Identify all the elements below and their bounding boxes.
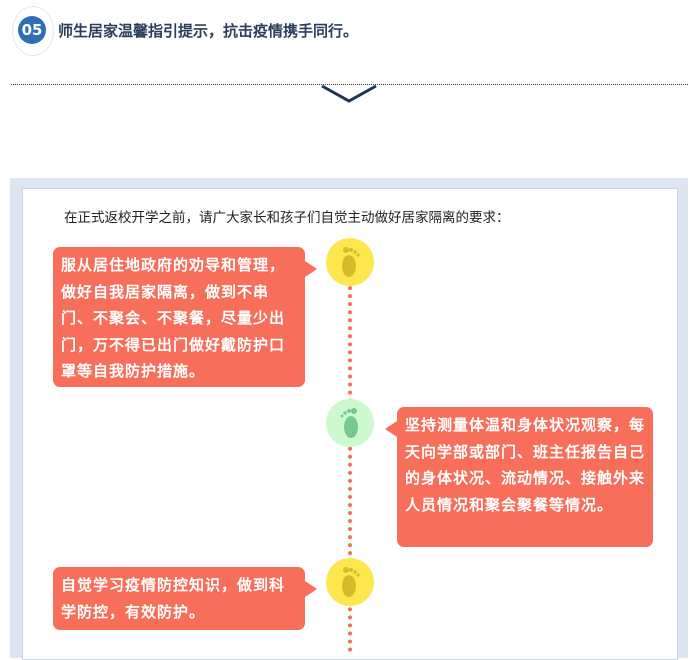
guideline-bubble: 服从居住地政府的劝导和管理，做好自我居家隔离，做到不串门、不聚会、不聚餐，尽量少…	[53, 247, 317, 387]
timeline-line	[348, 262, 352, 652]
number-badge-ring	[12, 6, 54, 56]
guideline-bubble: 自觉学习疫情防控知识，做到科学防控，有效防护。	[53, 567, 317, 630]
section-title: 师生居家温馨指引提示，抗击疫情携手同行。	[58, 22, 359, 40]
footprint-icon	[326, 238, 374, 286]
chevron-down-icon	[321, 84, 377, 103]
guideline-bubble: 坚持测量体温和身体状况观察，每天向学部或部门、班主任报告自己的身体状况、流动情况…	[385, 407, 653, 547]
footprint-icon	[326, 558, 374, 606]
section-number: 05	[18, 16, 46, 44]
divider	[11, 84, 688, 85]
footprint-icon	[326, 399, 374, 447]
intro-text: 在正式返校开学之前，请广大家长和孩子们自觉主动做好居家隔离的要求：	[64, 210, 510, 226]
